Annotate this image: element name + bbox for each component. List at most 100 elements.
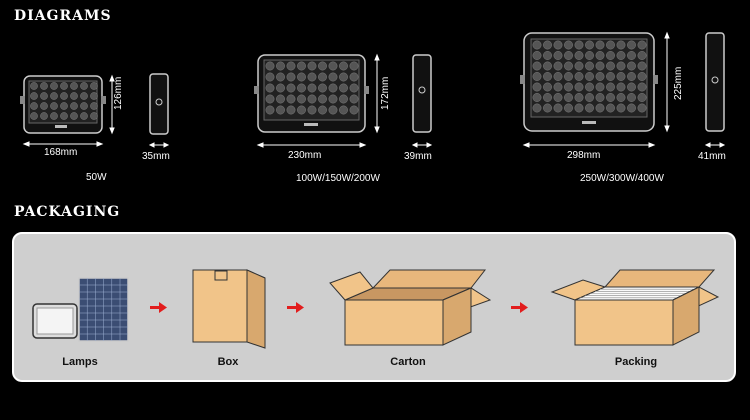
led-chip [543, 51, 552, 60]
led-chip [80, 92, 88, 100]
led-chip [286, 83, 296, 93]
led-chip [564, 103, 573, 113]
led-chip [80, 82, 88, 90]
led-chip [616, 82, 626, 92]
led-chip [307, 94, 317, 104]
led-chip [40, 102, 48, 110]
led-chip [574, 82, 584, 92]
led-chip [637, 82, 647, 92]
led-chip [564, 82, 573, 92]
led-chip [637, 61, 647, 71]
carton-image [329, 269, 492, 346]
led-chip [564, 61, 573, 71]
lamp-front-400w [520, 32, 658, 132]
led-chip [339, 83, 348, 93]
led-chip [532, 51, 542, 60]
led-chip [585, 103, 594, 113]
led-chip [574, 103, 584, 113]
led-chip [553, 93, 563, 102]
led-chip [70, 102, 78, 110]
led-chip [40, 82, 48, 90]
led-chip [606, 61, 615, 71]
led-chip [328, 83, 338, 93]
led-chip [328, 72, 338, 82]
led-chip [339, 72, 348, 82]
led-chip [606, 103, 615, 113]
led-chip [543, 93, 552, 102]
led-chip [543, 72, 552, 81]
led-chip [532, 61, 542, 71]
led-chip [286, 72, 296, 82]
led-chip [90, 92, 98, 100]
led-chip [627, 61, 636, 71]
led-chip [307, 61, 317, 71]
led-grid-200w [265, 61, 359, 115]
led-chip [532, 82, 542, 92]
led-chip [606, 93, 615, 102]
arrow-icon [287, 302, 304, 313]
led-chip [574, 61, 584, 71]
depth-label-400w: 41mm [698, 151, 726, 162]
led-chip [80, 102, 88, 110]
led-chip [276, 94, 285, 104]
led-chip [606, 51, 615, 60]
box-image [192, 269, 266, 349]
led-chip [307, 105, 317, 115]
led-chip [286, 105, 296, 115]
led-chip [30, 112, 38, 120]
led-chip [543, 82, 552, 92]
led-chip [627, 82, 636, 92]
led-chip [276, 61, 285, 71]
led-chip [286, 94, 296, 104]
led-chip [553, 103, 563, 113]
led-chip [637, 40, 647, 50]
led-chip [286, 61, 296, 71]
led-chip [60, 102, 68, 110]
led-chip [265, 72, 275, 82]
step-label-packing: Packing [614, 356, 658, 368]
led-chip [349, 83, 359, 93]
led-chip [328, 94, 338, 104]
lamp-front-50w [20, 75, 106, 134]
lamp-front-200w [254, 54, 369, 133]
power-label-400w: 250W/300W/400W [580, 173, 664, 184]
step-label-lamps: Lamps [62, 356, 98, 368]
led-chip [349, 94, 359, 104]
led-chip [318, 94, 327, 104]
led-chip [60, 82, 68, 90]
led-chip [585, 40, 594, 50]
step-label-box: Box [217, 356, 239, 368]
led-chip [616, 93, 626, 102]
led-chip [553, 40, 563, 50]
led-chip [318, 72, 327, 82]
led-chip [265, 105, 275, 115]
led-chip [627, 72, 636, 81]
led-chip [627, 103, 636, 113]
led-chip [553, 72, 563, 81]
led-chip [564, 40, 573, 50]
led-chip [532, 93, 542, 102]
arrow-icon [150, 302, 167, 313]
led-chip [90, 82, 98, 90]
led-chip [349, 105, 359, 115]
led-chip [297, 83, 306, 93]
lamp-product-image [32, 303, 78, 339]
led-chip [532, 40, 542, 50]
led-chip [30, 102, 38, 110]
led-chip [60, 92, 68, 100]
led-chip [40, 112, 48, 120]
led-chip [616, 61, 626, 71]
led-chip [70, 82, 78, 90]
led-chip [616, 40, 626, 50]
led-chip [349, 61, 359, 71]
led-chip [543, 103, 552, 113]
led-chip [585, 72, 594, 81]
led-chip [349, 72, 359, 82]
led-chip [595, 82, 605, 92]
led-chip [595, 61, 605, 71]
led-chip [595, 51, 605, 60]
led-chip [553, 61, 563, 71]
led-chip [606, 72, 615, 81]
led-chip [265, 83, 275, 93]
